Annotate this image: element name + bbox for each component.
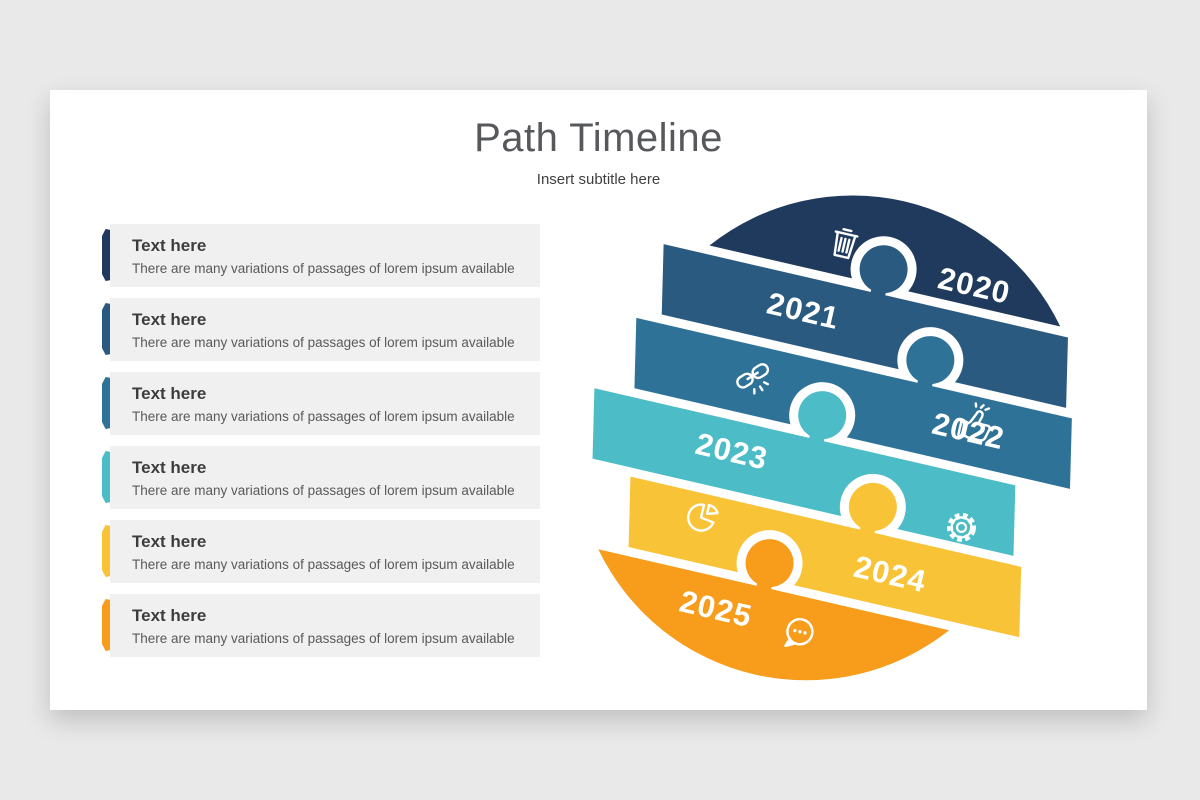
- puzzle-circle-timeline: 2020 2021 2022 2023 2024 2025: [592, 195, 1072, 681]
- accent-blade: [102, 451, 111, 503]
- chat-icon: [784, 618, 814, 648]
- puzzle-piece-2025: [598, 549, 950, 681]
- pie-chart-icon: [687, 503, 719, 532]
- puzzle-piece-2024: [628, 476, 1022, 638]
- puzzle-piece-2022: [634, 317, 1072, 489]
- page-subtitle: Insert subtitle here: [536, 171, 661, 188]
- puzzle-piece-2021: [661, 244, 1068, 408]
- gear-icon: [947, 512, 977, 542]
- list-item-description: There are many variations of passages of…: [132, 409, 515, 424]
- list-item: Text here There are many variations of p…: [110, 594, 540, 657]
- accent-blade: [102, 525, 111, 577]
- trash-icon: [833, 228, 859, 260]
- accent-blade: [102, 303, 111, 355]
- page-title: Path Timeline: [474, 116, 723, 160]
- accent-blade: [102, 229, 111, 281]
- list-item-heading: Text here: [132, 458, 207, 477]
- list-item-heading: Text here: [132, 606, 207, 625]
- list-item: Text here There are many variations of p…: [110, 446, 540, 509]
- puzzle-knob: [736, 530, 803, 597]
- list-item: Text here There are many variations of p…: [110, 372, 540, 435]
- list-item-heading: Text here: [132, 236, 207, 255]
- list-item-description: There are many variations of passages of…: [132, 335, 515, 350]
- list-item-description: There are many variations of passages of…: [132, 261, 515, 276]
- list-item-description: There are many variations of passages of…: [132, 631, 515, 646]
- puzzle-piece-2023: [592, 388, 1016, 556]
- puzzle-knob: [789, 382, 856, 450]
- list-item: Text here There are many variations of p…: [110, 520, 540, 583]
- list-item: Text here There are many variations of p…: [110, 224, 540, 287]
- list-item-heading: Text here: [132, 532, 207, 551]
- text-list: Text here There are many variations of p…: [50, 90, 595, 710]
- slide-canvas: Path Timeline Insert subtitle here Text …: [50, 90, 1147, 710]
- list-item: Text here There are many variations of p…: [110, 298, 540, 361]
- list-item-heading: Text here: [132, 384, 207, 403]
- list-item-description: There are many variations of passages of…: [132, 483, 515, 498]
- link-icon: [736, 363, 770, 395]
- list-item-description: There are many variations of passages of…: [132, 557, 515, 572]
- list-item-heading: Text here: [132, 310, 207, 329]
- accent-blade: [102, 599, 111, 651]
- accent-blade: [102, 377, 111, 429]
- thumbs-up-icon: [957, 402, 991, 442]
